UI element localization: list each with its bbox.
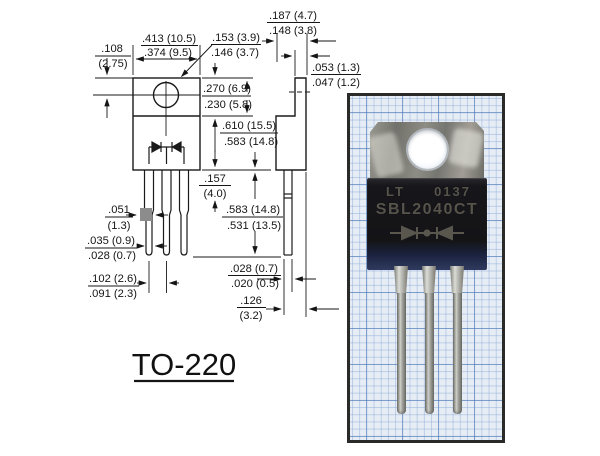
dim-053-top: .053 (1.3): [312, 62, 360, 74]
dim-187-top: .187 (4.7): [269, 10, 317, 22]
lead-shoulder: [394, 266, 408, 294]
diode-schematic-symbol: [148, 140, 185, 164]
extension-lines: [93, 33, 308, 317]
dim-102-top: .102 (2.6): [89, 273, 137, 285]
dim-053-bottom: .047 (1.2): [312, 77, 360, 89]
dim-051-top: .051: [108, 204, 130, 216]
dim-108-bottom: (2.75): [98, 58, 127, 70]
lead-shank: [396, 293, 406, 414]
dim-108-top: .108: [101, 43, 123, 55]
photo-lead-1: [393, 266, 409, 418]
dim-028-bottom: .020 (0.5): [231, 278, 279, 290]
metal-reflection: [447, 127, 484, 169]
dim-051-bottom: (1.3): [107, 220, 130, 232]
lead-shoulder: [450, 266, 464, 294]
dim-102-bottom: .091 (2.3): [89, 288, 137, 300]
diode-symbol-icon: [390, 225, 464, 241]
marking-diode-symbol-row: [367, 223, 487, 248]
photo-mounting-hole: [408, 130, 447, 169]
side-view: [275, 77, 312, 256]
dim-126-top: .126: [240, 295, 262, 307]
marking-datecode: 0137: [434, 184, 471, 199]
dimension-lines: [104, 38, 339, 312]
marking-row-1: LT 0137: [367, 178, 487, 199]
photo-lead-2: [421, 266, 437, 418]
dim-153-bottom: .146 (3.7): [211, 47, 259, 59]
marking-part-number: SBL2040CT: [375, 201, 479, 218]
dim-153-top: .153 (3.9): [212, 32, 260, 44]
dim-035-top: .035 (0.9): [87, 235, 135, 247]
lead-shank: [424, 293, 434, 414]
front-view: [132, 77, 201, 256]
metal-reflection: [370, 131, 405, 178]
dim-028-top: .028 (0.7): [230, 263, 278, 275]
component-photo: LT 0137 SBL2040CT: [347, 93, 505, 443]
dim-035-bottom: .028 (0.7): [88, 250, 136, 262]
dim-270-top: .270 (6.9): [203, 83, 251, 95]
dim-610-bottom: .583 (14.8): [224, 136, 278, 148]
lead-shoulder: [422, 266, 436, 294]
dim-413-top: .413 (10.5): [142, 33, 196, 45]
dim-413-bottom: .374 (9.5): [144, 47, 192, 59]
dim-157-bottom: (4.0): [203, 188, 226, 200]
dim-187-bottom: .148 (3.8): [269, 25, 317, 37]
dim-583-bottom: .531 (13.5): [227, 220, 281, 232]
dim-126-bottom: (3.2): [239, 310, 262, 322]
dim-583-top: .583 (14.8): [226, 204, 280, 216]
dimension-labels: .108 (2.75) .413 (10.5) .374 (9.5) .153 …: [87, 10, 360, 322]
package-name-label: TO-220: [132, 347, 237, 382]
dim-610-top: .610 (15.5): [222, 120, 276, 132]
photo-lead-3: [449, 266, 465, 418]
lead-shank: [452, 293, 462, 414]
fraction-rules: [85, 22, 361, 383]
front-view-leads: [143, 170, 190, 256]
dim-157-top: .157: [204, 173, 226, 185]
photo-plastic-body: LT 0137 SBL2040CT: [367, 178, 487, 270]
marking-logo: LT: [386, 184, 405, 199]
dim-270-bottom: .230 (5.8): [204, 99, 252, 111]
lead-section-marker: [140, 208, 152, 221]
